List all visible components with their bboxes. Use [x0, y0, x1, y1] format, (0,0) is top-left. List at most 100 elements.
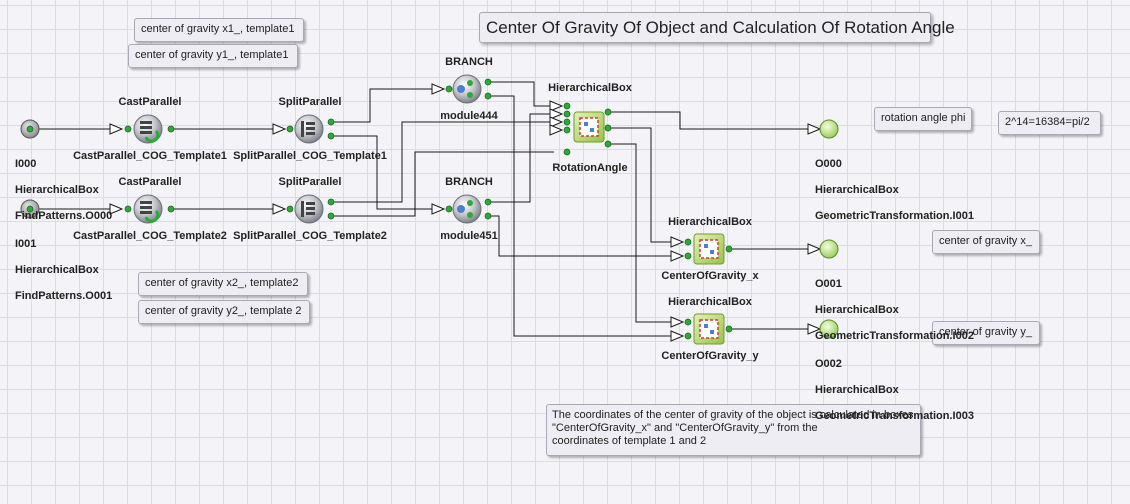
diagram-title[interactable]: Center Of Gravity Of Object and Calculat… — [479, 12, 955, 43]
module-type-label: CastParallel — [118, 96, 182, 108]
port-dot — [484, 92, 492, 100]
wire — [331, 135, 437, 210]
input-port-arrow — [670, 316, 685, 328]
module-type-label: BRANCH — [445, 56, 493, 68]
module-name-label: CenterOfGravity_x — [661, 270, 759, 282]
port-dot — [725, 245, 733, 253]
input-port-arrow — [549, 124, 564, 136]
port-dot — [327, 132, 335, 140]
input-id: I001 — [15, 238, 37, 250]
port-dot — [484, 212, 492, 220]
output-terminal-o001[interactable] — [819, 239, 839, 259]
input-id: I000 — [15, 158, 37, 170]
input-source: FindPatterns.O000 — [15, 210, 113, 222]
comment-rotation-phi[interactable]: rotation angle phi — [874, 107, 972, 131]
output-box-type: HierarchicalBox — [815, 304, 899, 316]
module-name-label: CastParallel_COG_Template2 — [73, 230, 227, 242]
comment-pi-half[interactable]: 2^14=16384=pi/2 — [998, 111, 1101, 135]
output-terminal-o002[interactable] — [819, 319, 839, 339]
port-dot — [286, 205, 294, 213]
input-port-arrow — [807, 323, 822, 335]
comment-cog-x-out[interactable]: center of gravity x_ — [932, 230, 1040, 254]
wire — [488, 81, 554, 107]
input-port-arrow — [670, 236, 685, 248]
output-target: GeometricTransformation.I001 — [815, 210, 974, 222]
module-type-label: SplitParallel — [278, 176, 342, 188]
output-target: GeometricTransformation.I002 — [815, 330, 974, 342]
input-port-arrow — [670, 330, 685, 342]
input-terminal-i001[interactable] — [20, 199, 40, 219]
input-port-arrow — [272, 203, 287, 215]
port-dot — [445, 205, 453, 213]
input-port-arrow — [431, 203, 446, 215]
output-target: GeometricTransformation.I003 — [815, 410, 974, 422]
comment-description[interactable]: The coordinates of the center of gravity… — [546, 404, 921, 456]
branch-module-2[interactable] — [452, 194, 482, 224]
cast-parallel-module-2[interactable] — [133, 194, 163, 224]
hierarchical-box-cog-y[interactable] — [693, 313, 725, 345]
output-id: O002 — [815, 358, 842, 370]
comment-cog-y2[interactable]: center of gravity y2_, template 2 — [138, 300, 310, 324]
split-parallel-module-1[interactable] — [294, 114, 324, 144]
input-label-i000: I000 HierarchicalBox FindPatterns.O000 — [15, 145, 112, 236]
module-type-label: HierarchicalBox — [548, 82, 632, 94]
input-port-arrow — [431, 83, 446, 95]
port-dot — [327, 198, 335, 206]
module-name-label: module451 — [440, 230, 498, 242]
port-dot — [604, 108, 612, 116]
port-dot — [445, 85, 453, 93]
output-box-type: HierarchicalBox — [815, 184, 899, 196]
input-port-arrow — [549, 100, 564, 112]
module-name-label: SplitParallel_COG_Template2 — [233, 230, 387, 242]
comment-cog-y1[interactable]: center of gravity y1_, template1 — [128, 44, 298, 68]
wire — [331, 151, 554, 217]
port-dot — [167, 205, 175, 213]
input-terminal-i000[interactable] — [20, 119, 40, 139]
module-name-label: module444 — [440, 110, 498, 122]
port-dot — [484, 78, 492, 86]
output-label-o000: O000 HierarchicalBox GeometricTransforma… — [815, 145, 974, 236]
comment-cog-y-out[interactable]: center of gravity y_ — [932, 321, 1040, 345]
module-type-label: SplitParallel — [278, 96, 342, 108]
branch-module-1[interactable] — [452, 74, 482, 104]
input-box-type: HierarchicalBox — [15, 264, 99, 276]
wire — [488, 215, 675, 257]
input-port-arrow — [549, 116, 564, 128]
wire — [331, 88, 437, 123]
port-dot — [124, 205, 132, 213]
hierarchical-box-rotation-angle[interactable] — [573, 111, 605, 143]
wire — [488, 95, 675, 337]
port-dot — [604, 124, 612, 132]
port-dot — [684, 252, 692, 260]
wire — [331, 121, 554, 203]
split-parallel-module-2[interactable] — [294, 194, 324, 224]
comment-cog-x1[interactable]: center of gravity x1_, template1 — [134, 18, 304, 42]
port-dot — [563, 148, 571, 156]
module-type-label: HierarchicalBox — [668, 296, 752, 308]
input-port-arrow — [807, 123, 822, 135]
port-dot — [563, 118, 571, 126]
input-port-arrow — [109, 123, 124, 135]
comment-cog-x2[interactable]: center of gravity x2_, template2 — [138, 272, 308, 296]
port-dot — [684, 332, 692, 340]
input-label-i001: I001 HierarchicalBox FindPatterns.O001 — [15, 225, 112, 316]
port-dot — [167, 125, 175, 133]
output-box-type: HierarchicalBox — [815, 384, 899, 396]
input-port-arrow — [272, 123, 287, 135]
input-port-arrow — [549, 108, 564, 120]
port-dot — [604, 140, 612, 148]
port-dot — [563, 102, 571, 110]
port-dot — [684, 318, 692, 326]
input-source: FindPatterns.O001 — [15, 290, 113, 302]
module-name-label: SplitParallel_COG_Template1 — [233, 150, 387, 162]
port-dot — [327, 212, 335, 220]
cast-parallel-module-1[interactable] — [133, 114, 163, 144]
module-name-label: RotationAngle — [552, 162, 628, 174]
hierarchical-box-cog-x[interactable] — [693, 233, 725, 265]
port-dot — [725, 325, 733, 333]
port-dot — [327, 118, 335, 126]
module-type-label: BRANCH — [445, 176, 493, 188]
output-terminal-o000[interactable] — [819, 119, 839, 139]
port-dot — [563, 126, 571, 134]
